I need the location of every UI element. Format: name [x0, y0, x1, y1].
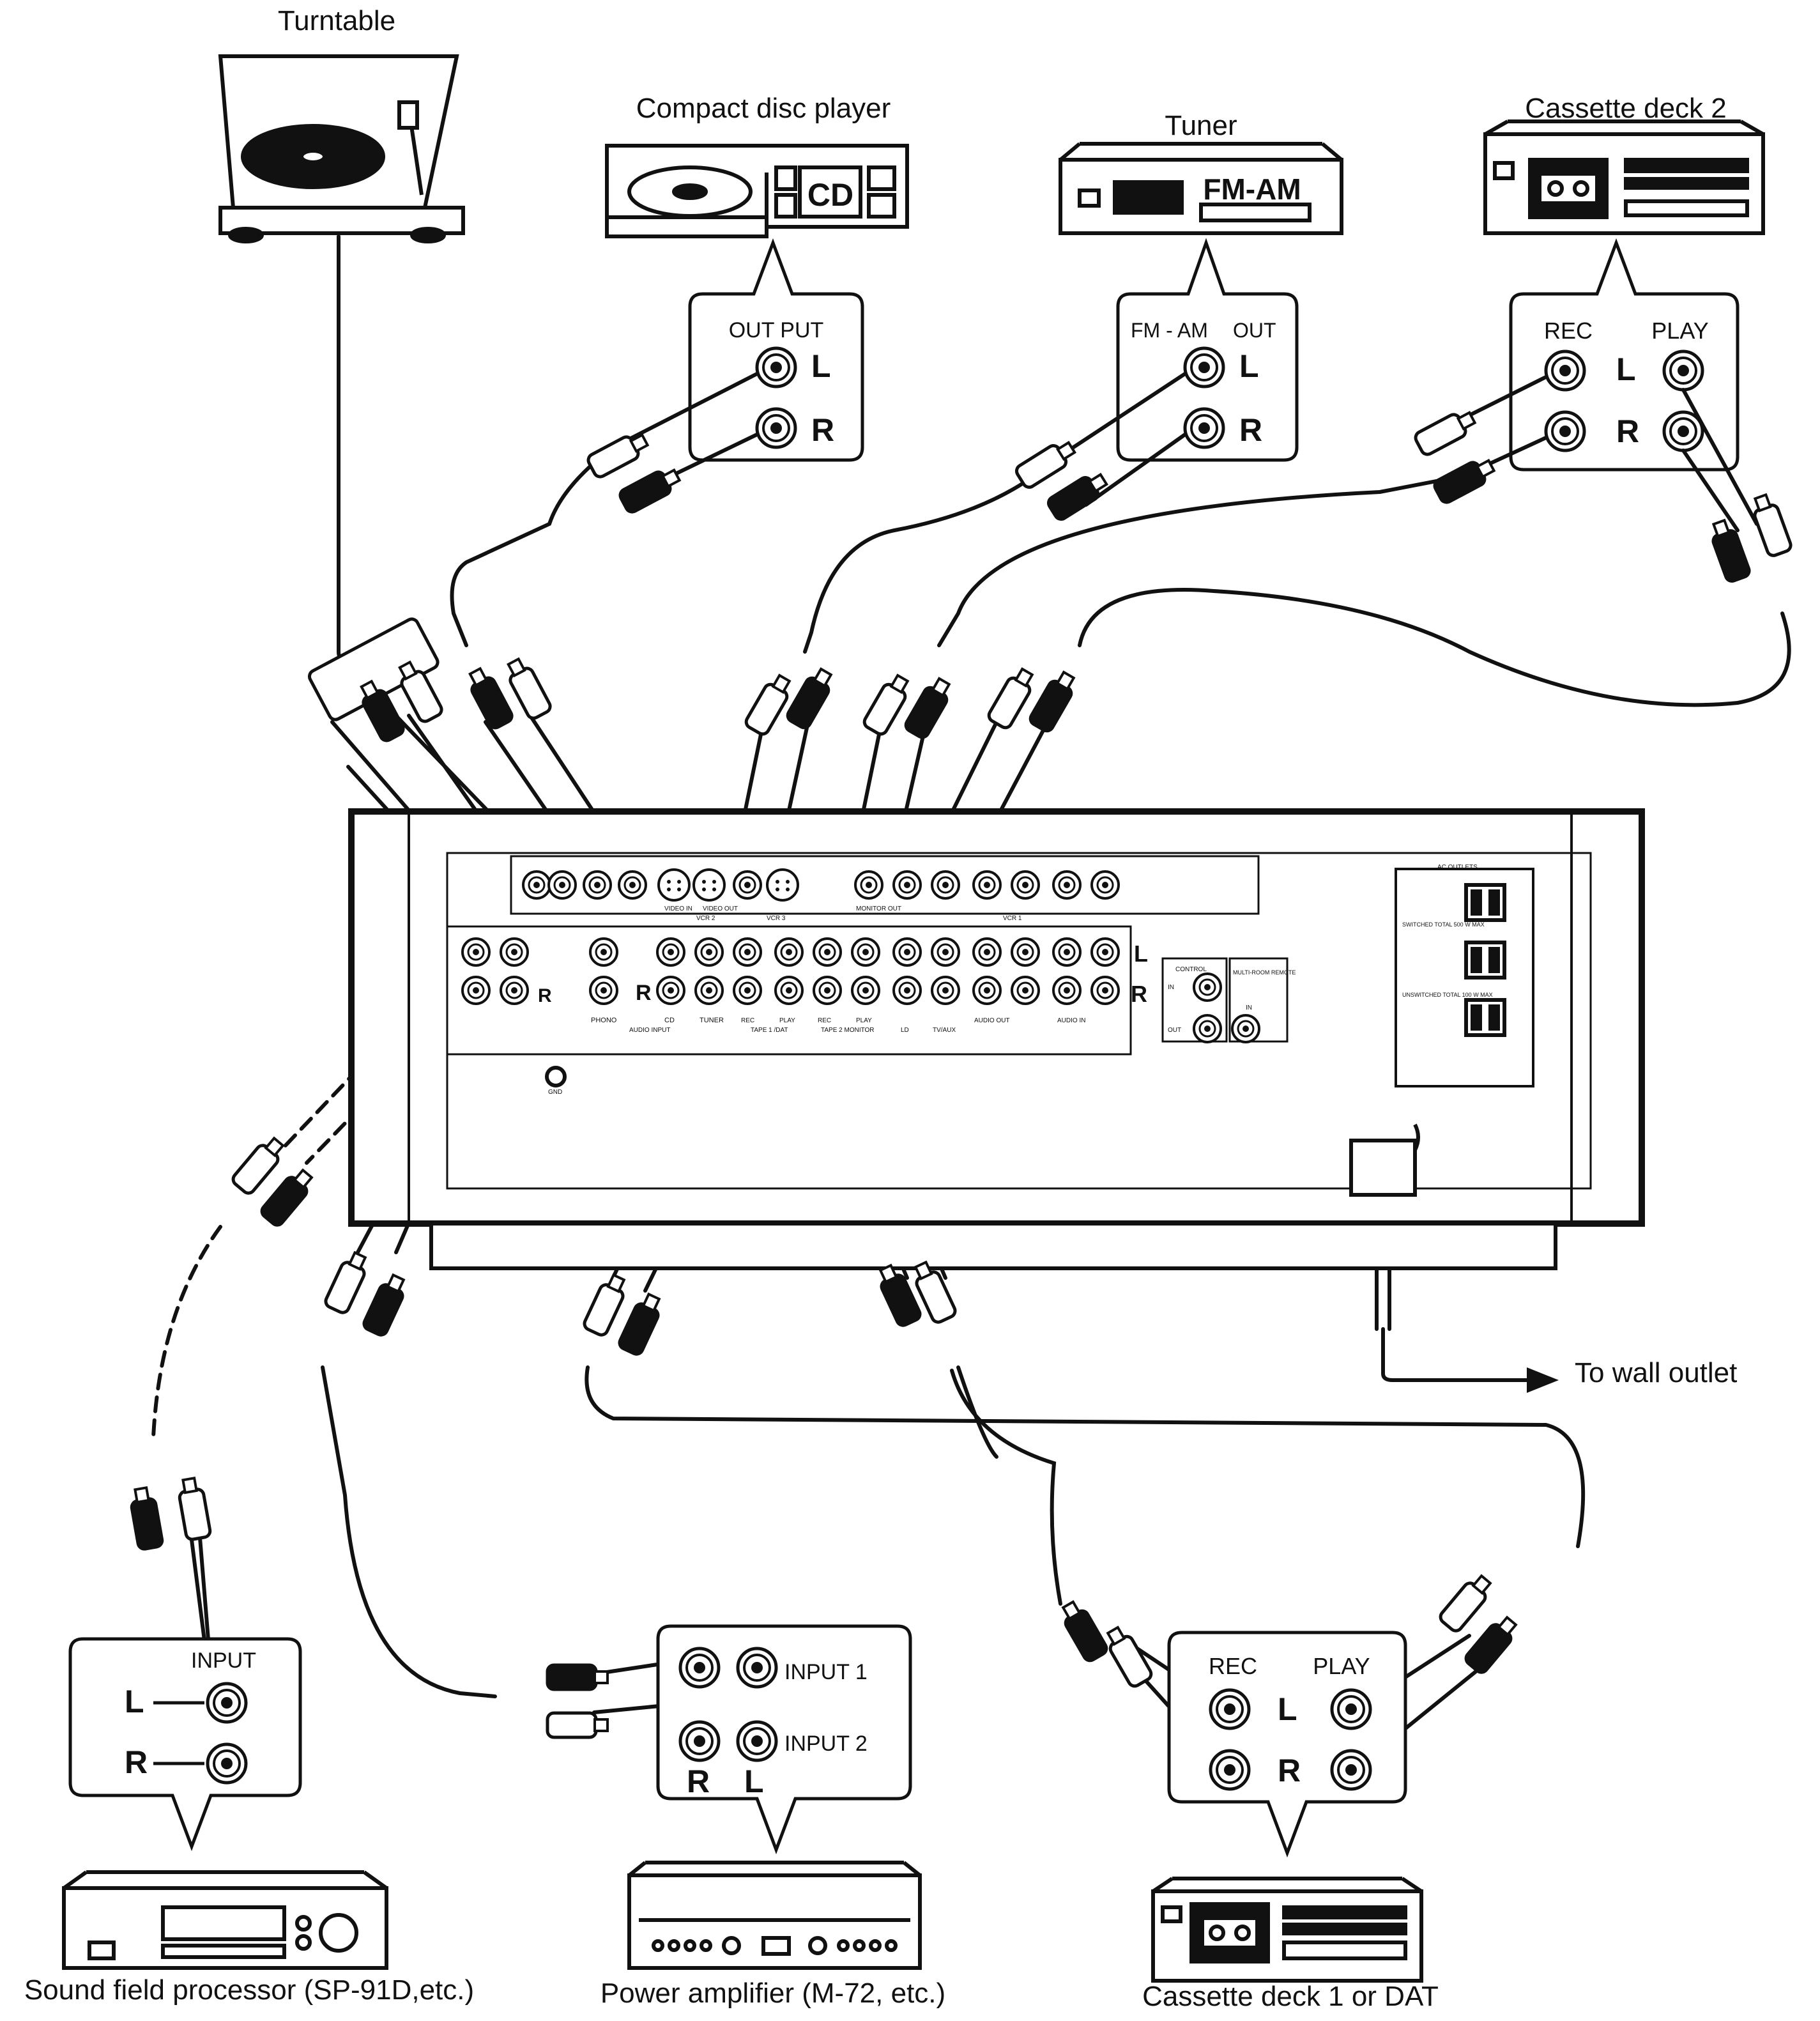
deck1-l: L [1278, 1691, 1297, 1727]
rear-r-label: R [1131, 981, 1147, 1007]
deck1-play-label: PLAY [1313, 1653, 1370, 1679]
tuner-output-r: R [1239, 412, 1262, 448]
amp-r: R [687, 1764, 710, 1799]
rear-audio-out: AUDIO OUT [974, 1017, 1010, 1024]
cd-output-panel [688, 238, 864, 462]
amp-input-1: INPUT 1 [784, 1660, 868, 1684]
deck2-l: L [1616, 351, 1636, 387]
rear-output-r-label: R [538, 985, 552, 1006]
rear-play-1: PLAY [779, 1017, 795, 1024]
rear-vcr2: VCR 2 [696, 915, 715, 922]
tuner-illustration [1059, 142, 1343, 235]
tuner-output-title-a: FM - AM [1131, 319, 1208, 342]
rear-ac-outlets: AC OUTLETS [1437, 864, 1478, 871]
deck2-play-label: PLAY [1651, 318, 1708, 344]
plug-pairs [129, 407, 1793, 1737]
cassette-deck-2-label: Cassette deck 2 [1525, 93, 1727, 124]
rear-monitor-out: MONITOR OUT [856, 905, 901, 912]
rear-tape2: TAPE 2 MONITOR [821, 1027, 875, 1034]
rear-tvaux: TV/AUX [933, 1027, 956, 1034]
deck2-rec-label: REC [1544, 318, 1593, 344]
rear-video-out: VIDEO OUT [703, 905, 738, 912]
rear-video-in: VIDEO IN [664, 905, 692, 912]
rear-vcr3: VCR 3 [767, 915, 786, 922]
turntable-label: Turntable [277, 5, 396, 36]
cd-output-title: OUT PUT [729, 318, 824, 342]
sound-field-processor-illustration [62, 1870, 388, 1970]
amp-l: L [744, 1764, 764, 1799]
processor-input-panel [68, 1637, 302, 1852]
amp-input-2: INPUT 2 [784, 1732, 868, 1756]
turntable-illustration [218, 54, 465, 243]
cassette-deck-2-illustration [1483, 119, 1765, 235]
rear-multi-room-in: IN [1246, 1004, 1252, 1011]
tuner-face-band: FM-AM [1203, 173, 1301, 206]
cd-output-r: R [811, 412, 834, 448]
rear-cd: CD [664, 1017, 675, 1024]
rear-gnd: GND [548, 1089, 562, 1096]
cd-output-l: L [811, 348, 831, 384]
cd-player-illustration [605, 144, 909, 238]
sound-field-processor-label: Sound field processor (SP-91D,etc.) [24, 1974, 475, 2006]
tuner-output-l: L [1239, 348, 1259, 384]
rear-vcr1: VCR 1 [1003, 915, 1022, 922]
cassette-deck-1-label: Cassette deck 1 or DAT [1142, 1981, 1439, 2012]
rear-rec-1: REC [741, 1017, 754, 1024]
wall-outlet-arrow [1527, 1367, 1559, 1393]
deck1-rec-label: REC [1209, 1653, 1257, 1679]
rear-tuner: TUNER [700, 1017, 724, 1024]
rear-unswitched: UNSWITCHED TOTAL 100 W MAX [1402, 992, 1493, 998]
rear-ld: LD [901, 1027, 909, 1034]
tuner-output-panel [1116, 238, 1299, 462]
wall-outlet-label: To wall outlet [1575, 1357, 1738, 1388]
cd-player-label: Compact disc player [636, 93, 891, 124]
deck2-r: R [1616, 413, 1639, 449]
rear-control: CONTROL [1175, 966, 1207, 973]
cassette-deck-1-illustration [1151, 1877, 1423, 1983]
rear-l-label: L [1134, 941, 1148, 967]
deck1-r: R [1278, 1753, 1301, 1788]
rear-switched: SWITCHED TOTAL 500 W MAX [1402, 921, 1485, 928]
tuner-output-title-b: OUT [1233, 319, 1276, 342]
rear-control-out: OUT [1168, 1027, 1181, 1034]
processor-l: L [125, 1684, 144, 1719]
cassette-deck-1-panel [1167, 1631, 1407, 1858]
power-amplifier-label: Power amplifier (M-72, etc.) [600, 1978, 946, 2009]
amplifier-input-panel [656, 1624, 912, 1855]
tuner-label: Tuner [1165, 110, 1237, 141]
cd-face-logo: CD [807, 177, 853, 213]
rear-phono: PHONO [591, 1017, 617, 1024]
processor-r: R [125, 1744, 148, 1780]
rear-rec-2: REC [818, 1017, 831, 1024]
processor-input-title: INPUT [191, 1648, 256, 1673]
rear-tape1: TAPE 1 /DAT [751, 1027, 788, 1034]
rear-control-in: IN [1168, 984, 1174, 991]
rear-audio-in: AUDIO IN [1057, 1017, 1085, 1024]
power-amplifier-illustration [627, 1861, 922, 1970]
rear-phono-r-label: R [636, 981, 652, 1005]
rear-play-2: PLAY [856, 1017, 872, 1024]
rear-multi-room: MULTI-ROOM REMOTE [1233, 969, 1296, 976]
rear-audio-input: AUDIO INPUT [629, 1027, 670, 1034]
